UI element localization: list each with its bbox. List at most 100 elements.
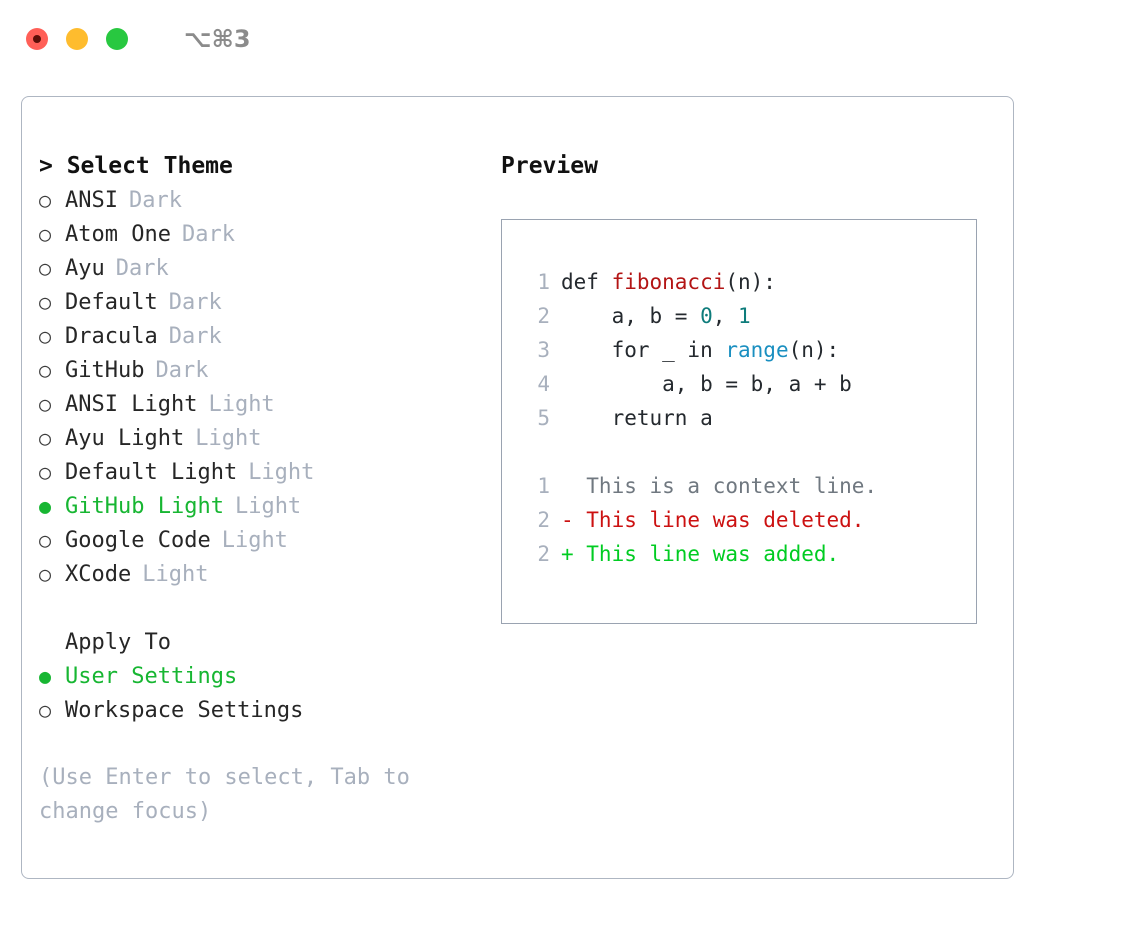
code-token-plain: for _ in: [561, 338, 726, 362]
diff-line-ctx: 1 This is a context line.: [520, 469, 976, 503]
code-token-plain: def: [561, 270, 612, 294]
apply-to-header: Apply To: [65, 630, 171, 655]
radio-unselected-icon: ○: [39, 256, 52, 280]
theme-option-default-light[interactable]: ○ Default Light Light: [39, 455, 489, 489]
apply-to-option-label: User Settings: [65, 664, 238, 689]
theme-option-default[interactable]: ○ Default Dark: [39, 285, 489, 319]
code-token-plain: a, b = b, a + b: [561, 372, 852, 396]
radio-unselected-icon: ○: [39, 188, 52, 212]
apply-to-marker-placeholder: ○: [39, 625, 65, 659]
code-diff-gap: [520, 435, 976, 469]
diff-line-number: 1: [537, 474, 550, 498]
keyboard-hint-text: (Use Enter to select, Tab to change focu…: [39, 765, 424, 824]
diff-line-text: + This line was added.: [561, 542, 840, 566]
radio-unselected-icon: ○: [39, 290, 52, 314]
radio-unselected-icon: ○: [39, 562, 52, 586]
radio-unselected-icon: ○: [39, 358, 52, 382]
theme-option-label: Default Light: [65, 460, 238, 485]
apply-to-option-user-settings[interactable]: ● User Settings: [39, 659, 489, 693]
zoom-button-icon[interactable]: [106, 28, 128, 50]
radio-selected-icon: ●: [39, 664, 52, 688]
apply-to-header-row: ○ Apply To: [39, 625, 489, 659]
theme-option-label: Atom One: [65, 222, 171, 247]
code-token-num: 1: [738, 304, 751, 328]
code-line-content: def fibonacci(n):: [561, 265, 776, 299]
theme-option-label: Ayu: [65, 256, 105, 281]
code-line: 3 for _ in range(n):: [520, 333, 976, 367]
code-token-num: 0: [700, 304, 713, 328]
theme-option-label: Default: [65, 290, 158, 315]
theme-option-category: Dark: [128, 188, 182, 213]
theme-option-category: Light: [234, 494, 302, 519]
code-token-plain: (n):: [788, 338, 840, 362]
theme-option-label: ANSI: [65, 188, 118, 213]
theme-option-atom-one[interactable]: ○ Atom One Dark: [39, 217, 489, 251]
code-line: 5 return a: [520, 401, 976, 435]
diff-line-number: 2: [537, 542, 550, 566]
code-line-number: 3: [537, 338, 550, 362]
code-token-plain: (n):: [725, 270, 776, 294]
radio-unselected-icon: ○: [39, 698, 52, 722]
radio-selected-icon: ●: [39, 494, 52, 518]
code-line-number: 5: [537, 406, 550, 430]
theme-option-label: ANSI Light: [65, 392, 198, 417]
theme-option-github-light[interactable]: ● GitHub Light Light: [39, 489, 489, 523]
theme-option-category: Dark: [168, 290, 222, 315]
apply-to-list[interactable]: ● User Settings ○Workspace Settings: [39, 659, 489, 727]
code-line-number: 4: [537, 372, 550, 396]
list-spacer: [39, 591, 489, 625]
code-line-content: for _ in range(n):: [561, 333, 840, 367]
close-button-icon[interactable]: [26, 28, 48, 50]
theme-option-category: Dark: [155, 358, 209, 383]
keyboard-shortcut-label: ⌥⌘3: [184, 25, 251, 53]
code-token-plain: return a: [561, 406, 713, 430]
theme-option-label: Ayu Light: [65, 426, 185, 451]
theme-option-label: GitHub Light: [65, 494, 224, 519]
window-controls: [26, 28, 128, 50]
radio-unselected-icon: ○: [39, 222, 52, 246]
theme-option-label: Dracula: [65, 324, 158, 349]
diff-line-del: 2 - This line was deleted.: [520, 503, 976, 537]
title-bar: ⌥⌘3: [0, 0, 1140, 78]
diff-line-text: - This line was deleted.: [561, 508, 865, 532]
code-line-content: return a: [561, 401, 713, 435]
theme-option-category: Light: [248, 460, 315, 485]
apply-to-option-workspace-settings[interactable]: ○Workspace Settings: [39, 693, 489, 727]
theme-option-label: GitHub: [65, 358, 145, 383]
diff-line-number: 2: [537, 508, 550, 532]
theme-option-ansi[interactable]: ○ ANSI Dark: [39, 183, 489, 217]
diff-sample: 1 This is a context line. 2 - This line wa…: [520, 469, 976, 571]
diff-line-add: 2 + This line was added.: [520, 537, 976, 571]
radio-unselected-icon: ○: [39, 426, 52, 450]
theme-option-ayu-light[interactable]: ○ Ayu Light Light: [39, 421, 489, 455]
hint-spacer: [39, 727, 489, 761]
theme-option-label: Google Code: [65, 528, 211, 553]
diff-line-text: This is a context line.: [561, 474, 878, 498]
theme-option-category: Dark: [181, 222, 235, 247]
code-line-number: 2: [537, 304, 550, 328]
code-token-fn: fibonacci: [611, 270, 726, 294]
theme-option-github[interactable]: ○ GitHub Dark: [39, 353, 489, 387]
code-line-content: a, b = b, a + b: [561, 367, 852, 401]
theme-option-label: XCode: [65, 562, 132, 587]
radio-unselected-icon: ○: [39, 460, 52, 484]
code-token-plain: ,: [712, 304, 739, 328]
minimize-button-icon[interactable]: [66, 28, 88, 50]
code-token-plain: a, b =: [561, 304, 701, 328]
theme-option-category: Dark: [168, 324, 222, 349]
radio-unselected-icon: ○: [39, 392, 52, 416]
code-line: 4 a, b = b, a + b: [520, 367, 976, 401]
theme-option-category: Light: [195, 426, 262, 451]
